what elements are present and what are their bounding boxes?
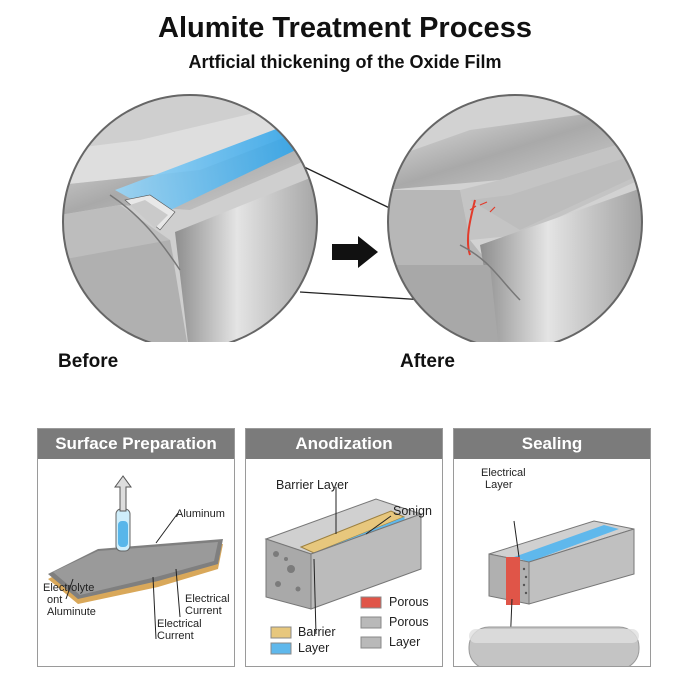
- electrical-label: Electrical: [481, 467, 526, 479]
- panel-header: Anodization: [246, 429, 442, 459]
- before-after-illustration: [62, 94, 643, 342]
- panel-header: Surface Preparation: [38, 429, 234, 459]
- before-circle: [63, 95, 317, 342]
- legend-barrier: Barrier: [298, 625, 336, 639]
- right-arrow-icon: [332, 236, 378, 268]
- before-circle-border: [62, 94, 318, 342]
- legend-porous-red: Porous: [389, 595, 429, 609]
- sealing-panel: Sealing Electrical Layer: [453, 428, 651, 667]
- aluminute-label: Aluminute: [47, 606, 96, 618]
- legend-layer-gray: Layer: [389, 635, 421, 649]
- layer-label: Layer: [485, 479, 513, 491]
- sonign-label: Sonign: [393, 504, 432, 518]
- connector-line-bottom: [299, 291, 426, 301]
- sealing-diagram: [468, 520, 640, 666]
- current-label-b: Current: [157, 630, 194, 642]
- panel-header: Sealing: [454, 429, 650, 459]
- ont-label: ont: [47, 594, 63, 606]
- after-circle-border: [387, 94, 643, 342]
- surface-preparation-panel: Surface Preparation Aluminum Electrolyte…: [37, 428, 235, 667]
- page-subtitle: Artficial thickening of the Oxide Film: [188, 52, 502, 72]
- electrical-label-b: Electrical: [157, 618, 202, 630]
- legend-layer: Layer: [298, 641, 330, 655]
- legend-porous-gray: Porous: [389, 615, 429, 629]
- barrier-layer-label: Barrier Layer: [276, 478, 349, 492]
- before-label: Before: [58, 351, 119, 372]
- page-title: Alumite Treatment Process: [158, 12, 532, 44]
- electrolyte-label: Electrolyte: [43, 582, 95, 594]
- anodization-panel: Anodization Barrier Layer Sonign Porous …: [245, 428, 443, 667]
- surface-preparation-diagram: [48, 475, 223, 640]
- anodization-diagram: [264, 487, 423, 655]
- electrical-label-a: Electrical: [185, 593, 230, 605]
- connector-line-top: [299, 164, 401, 214]
- current-label-a: Current: [185, 605, 222, 617]
- after-label: Aftere: [400, 351, 455, 372]
- aluminum-label: Aluminum: [176, 508, 225, 520]
